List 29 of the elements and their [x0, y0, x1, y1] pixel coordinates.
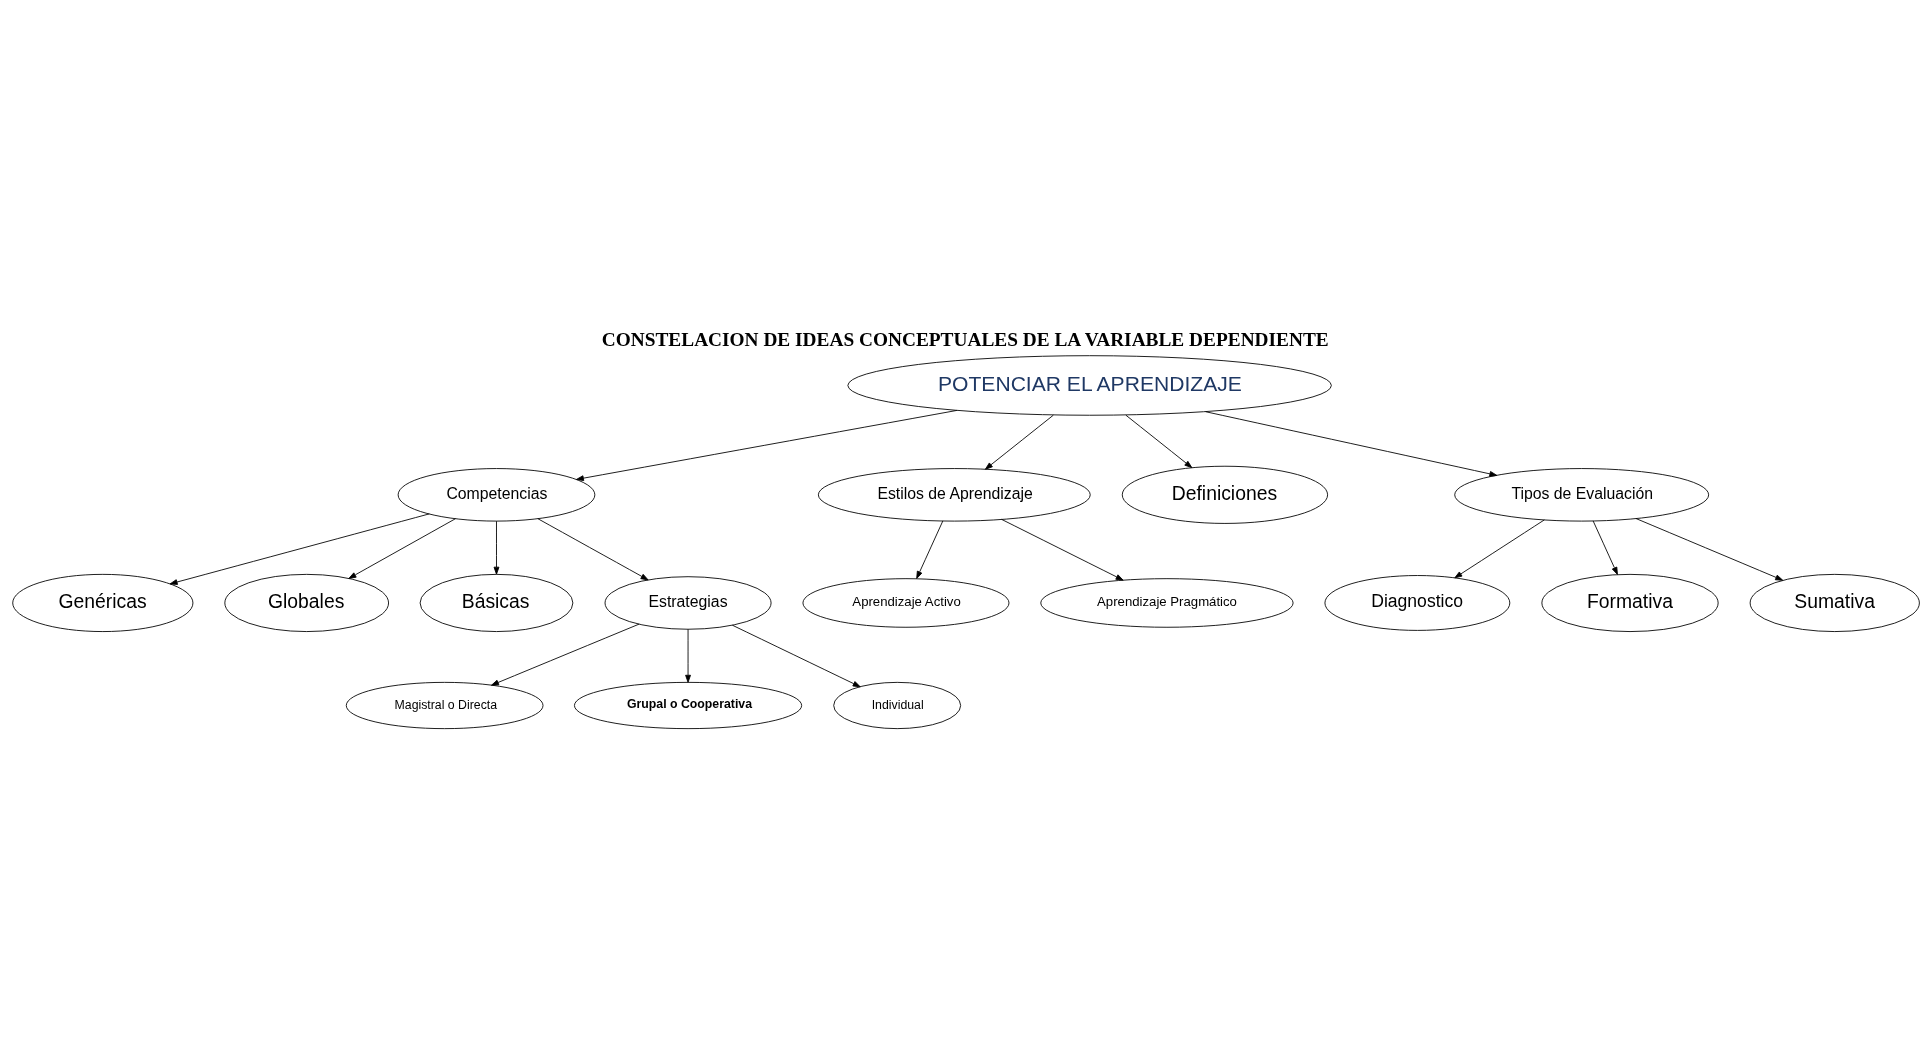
arrow — [348, 518, 456, 579]
node-ellipse: Definiciones — [1121, 465, 1329, 524]
arrow — [984, 414, 1054, 470]
arrow — [491, 623, 640, 686]
arrow — [731, 624, 861, 688]
arrow — [1125, 414, 1193, 469]
arrow — [493, 520, 500, 575]
arrow — [685, 628, 691, 683]
arrow — [1635, 518, 1784, 581]
node-ellipse: Genéricas — [12, 573, 194, 632]
arrow — [169, 513, 430, 585]
node-ellipse: Básicas — [419, 573, 574, 632]
arrow — [1001, 518, 1124, 581]
arrow — [1454, 519, 1545, 579]
node-ellipse: Formativa — [1541, 573, 1719, 632]
arrow — [537, 518, 649, 581]
arrow — [916, 520, 944, 579]
node-ellipse: Competencias — [397, 468, 596, 522]
arrow — [576, 410, 958, 482]
node-ellipse: Grupal o Cooperativa — [574, 681, 803, 730]
node-ellipse: POTENCIAR EL APRENDIZAJE — [847, 355, 1332, 416]
node-ellipse: Estilos de Aprendizaje — [817, 468, 1091, 522]
node-ellipse: Aprendizaje Pragmático — [1040, 578, 1294, 628]
node-ellipse: Aprendizaje Activo — [802, 578, 1010, 628]
node-ellipse: Diagnostico — [1324, 575, 1511, 631]
node-ellipse: Estrategias — [604, 576, 772, 630]
arrow — [1205, 411, 1498, 477]
arrow — [1592, 520, 1618, 575]
diagram-title: CONSTELACION DE IDEAS CONCEPTUALES DE LA VARIABLE DEPENDIENTE — [601, 328, 1329, 350]
